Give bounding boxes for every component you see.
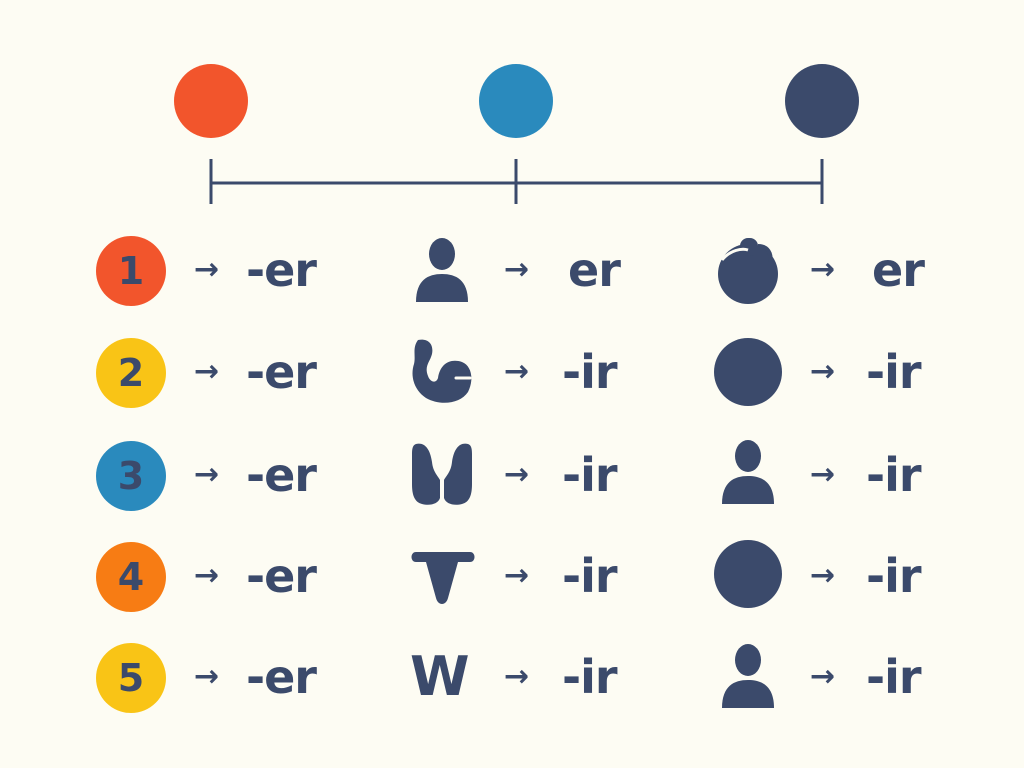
arrow-icon: → [810, 457, 836, 492]
suffix-label: -ir [866, 448, 922, 502]
arrow-icon: → [194, 457, 220, 492]
suffix-label: -er [246, 345, 317, 399]
arrow-icon: → [194, 659, 220, 694]
suffix-label: -ir [562, 650, 618, 704]
circle-icon [714, 338, 782, 406]
arrow-icon: → [810, 252, 836, 287]
blue-dot [479, 64, 553, 138]
squirrel-icon [412, 339, 472, 403]
number-badge: 1 [96, 236, 166, 306]
suffix-label: -ir [562, 549, 618, 603]
arrow-icon: → [810, 354, 836, 389]
navy-dot [785, 64, 859, 138]
arrow-icon: → [810, 558, 836, 593]
timeline-bar [209, 159, 824, 204]
w-letter-icon: W [410, 645, 470, 708]
circle-icon [714, 540, 782, 608]
suffix-label: -ir [562, 345, 618, 399]
red-dot [174, 64, 248, 138]
suffix-label: -ir [866, 549, 922, 603]
arrow-icon: → [810, 659, 836, 694]
arrow-icon: → [504, 252, 530, 287]
arrow-icon: → [194, 558, 220, 593]
suffix-label: -er [246, 549, 317, 603]
suffix-label: -ir [562, 448, 618, 502]
person-icon [722, 644, 774, 708]
person-icon [416, 238, 468, 302]
number-badge: 4 [96, 542, 166, 612]
suffix-label: -er [246, 448, 317, 502]
number-badge: 5 [96, 643, 166, 713]
lungs-icon [412, 443, 472, 505]
arrow-icon: → [504, 558, 530, 593]
suffix-label: -er [246, 650, 317, 704]
jug-icon [718, 238, 778, 304]
arrow-icon: → [194, 252, 220, 287]
arrow-icon: → [504, 457, 530, 492]
suffix-label: -er [246, 243, 317, 297]
arrow-icon: → [504, 354, 530, 389]
suffix-label: er [568, 243, 621, 297]
person-icon [722, 440, 774, 504]
number-badge: 3 [96, 441, 166, 511]
arrow-icon: → [194, 354, 220, 389]
suffix-label: -ir [866, 345, 922, 399]
suffix-label: -ir [866, 650, 922, 704]
arrow-icon: → [504, 659, 530, 694]
suffix-label: er [872, 243, 925, 297]
number-badge: 2 [96, 338, 166, 408]
v-shape-icon [411, 552, 475, 604]
